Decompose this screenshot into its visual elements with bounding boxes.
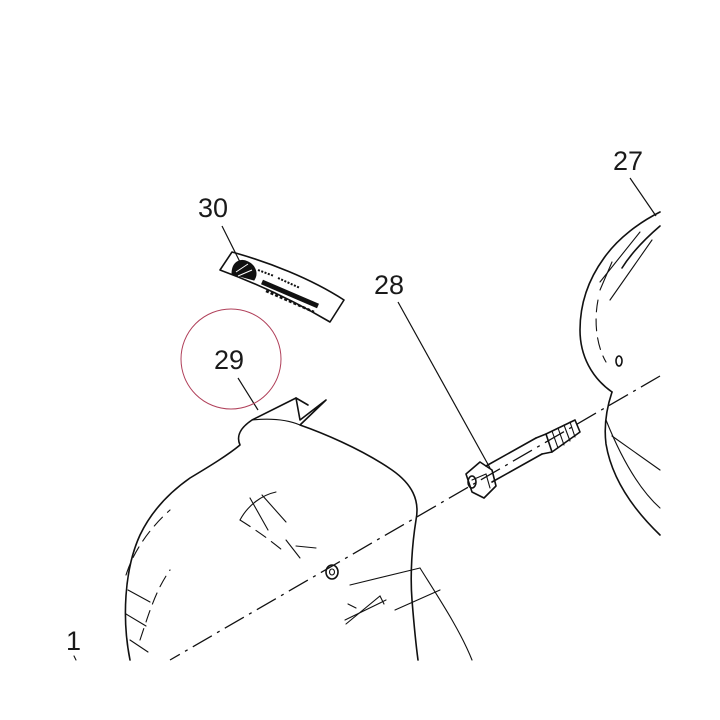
part-29-cover xyxy=(124,397,473,661)
callout-29-highlight-circle xyxy=(180,308,282,410)
callout-28: 28 xyxy=(374,270,404,300)
leader-28 xyxy=(397,301,491,469)
part-30-decal xyxy=(219,251,345,323)
centerline-axis xyxy=(169,375,661,661)
leader-27 xyxy=(629,177,657,217)
callout-29: 29 xyxy=(214,345,244,375)
leader-29 xyxy=(237,377,259,411)
callout-1: 1 xyxy=(66,626,81,656)
leader-30 xyxy=(221,225,241,263)
part-1-fragment xyxy=(73,655,77,661)
part-27-housing xyxy=(579,211,661,536)
part-28-bolt xyxy=(465,419,581,499)
callout-30: 30 xyxy=(198,193,228,223)
callout-27: 27 xyxy=(613,146,643,176)
shell-logo-icon xyxy=(231,260,257,281)
